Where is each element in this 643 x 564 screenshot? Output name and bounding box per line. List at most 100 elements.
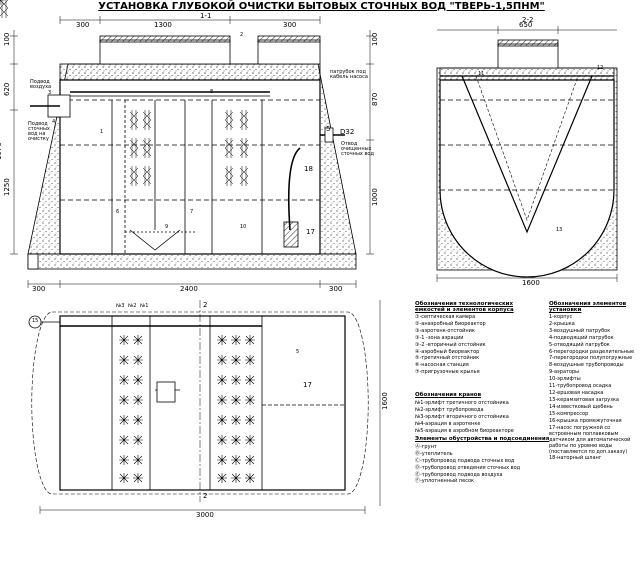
label-element-2: 2: [240, 32, 244, 38]
legend-elements: Обозначения элементов установки 1-корпус…: [549, 301, 641, 461]
legend-install-item: Ⓐ-грунт: [415, 443, 437, 450]
label-element-4: 4: [52, 119, 56, 125]
manhole-right: [257, 39, 321, 65]
label-element-18: 18: [304, 165, 313, 173]
label-d32: D32: [340, 128, 355, 136]
dim-1250: 1250: [3, 178, 11, 196]
legend-process-item: ④-аэробный биореактор: [415, 348, 480, 355]
label-element-12: 12: [597, 65, 604, 71]
legend-element-item: 15-компрессор: [549, 410, 589, 417]
label-compressor-15: 15: [32, 318, 39, 324]
legend-element-item: 3-воздушный патрубок: [549, 327, 611, 334]
legend-element-item: 10-эрлифты: [549, 376, 581, 383]
label-air-supply: Подвод воздуха: [30, 79, 52, 90]
legend-element-item: 13-керамзитовая загрузка: [549, 396, 619, 403]
plan-tank-outline: [59, 315, 346, 491]
legend-element-item: 2-крышка: [549, 320, 575, 327]
legend-crane-item: №2-эрлифт трубопровода: [415, 406, 484, 413]
label-zone-1: 1: [100, 129, 104, 135]
dim-300-bottom-right: 300: [329, 285, 343, 293]
legend-element-item: 12-ершовая насадка: [549, 389, 604, 396]
dim-2400: 2400: [180, 285, 198, 293]
dim-1600-plan: 1600: [381, 392, 389, 410]
legend-process-item: ①-септическая камера: [415, 314, 476, 320]
legend-process-item: ⑥-насосная станция: [415, 362, 469, 369]
crane-label-3: №3: [116, 303, 125, 309]
legend-process-item: ③-аэротенк-отстойник: [415, 327, 475, 334]
legend-elements-heading: Обозначения элементов установки: [549, 301, 627, 313]
legend-install-heading: Элементы обустройства и подсоединения: [415, 436, 550, 442]
dim-3000: 3000: [196, 511, 214, 519]
legend-crane-item: №3-эрлифт вторичного отстойника: [415, 413, 509, 420]
legend-element-item: 1-корпус: [549, 314, 573, 320]
legend-element-item: 18-наторный шланг: [549, 454, 602, 461]
label-plan-17: 17: [303, 381, 312, 389]
label-wastewater-in: Подвод сточных вод на очистку: [28, 121, 50, 142]
dim-300-right: 300: [283, 21, 297, 29]
legend-process-item: ⑤-третичный отстойник: [415, 355, 480, 362]
label-discharge: Отвод очищенных сточных вод: [341, 141, 374, 157]
drawing-title: УСТАНОВКА ГЛУБОКОЙ ОЧИСТКИ БЫТОВЫХ СТОЧН…: [98, 1, 545, 12]
legend-element-item: 17-насос погружной со встроенным поплавк…: [549, 424, 631, 455]
ground-base: [27, 253, 357, 270]
dim-1300: 1300: [154, 21, 172, 29]
legend-cranes: Обозначения кранов №1-эрлифт третичного …: [415, 392, 525, 434]
dimension-lines-top: [10, 16, 374, 288]
crane-label-1: №1: [140, 303, 149, 309]
legend-process-item: ③-2 -вторичный отстойник: [415, 341, 486, 348]
dim-300-left: 300: [76, 21, 90, 29]
dim-1600-section: 1600: [522, 279, 540, 287]
label-pump-cable: патрубок под кабель насоса: [330, 69, 368, 80]
legend-element-item: 8-воздушные трубопроводы: [549, 362, 624, 369]
legend-element-item: 7-перегородки полупогружные: [549, 355, 633, 362]
legend-install-item: Ⓑ-утеплитель: [415, 450, 453, 457]
legend-process-item: ③-1 -зона аэрации: [415, 334, 464, 341]
label-element-8: 8: [210, 89, 214, 95]
legend-crane-item: №1-эрлифт третичного отстойника: [415, 399, 509, 406]
legend-element-item: 5-отводящий патрубок: [549, 341, 610, 348]
dim-1000: 1000: [371, 188, 379, 206]
plan-mark-top: 2: [203, 301, 208, 309]
legend-element-item: 16-крышка промежуточная: [549, 417, 622, 424]
legend-process-tanks: Обозначения технологических емкостей и э…: [415, 301, 515, 376]
legend-process-heading: Обозначения технологических емкостей и э…: [415, 301, 514, 313]
legend-process-item: ②-анаэробный биореактор: [415, 320, 486, 327]
legend-element-item: 14-известковый щебень: [549, 403, 613, 410]
plan-view: [31, 300, 381, 514]
dim-100: 100: [3, 32, 11, 46]
brush-media-section: [0, 0, 249, 187]
section-2-2: [436, 26, 618, 282]
legend-element-item: 6-перегородки разделительные: [549, 348, 635, 355]
dim-650: 650: [519, 21, 533, 29]
label-element-6: 6: [116, 209, 120, 215]
legend-element-item: 4-подводящий патрубок: [549, 334, 614, 341]
section-label-1-1: 1-1: [200, 12, 212, 20]
legend-install-item: Ⓕ-уплотненный песок: [415, 478, 475, 485]
legend-cranes-heading: Обозначения кранов: [415, 392, 482, 398]
legend-crane-item: №5-аэрация в аэробном биореакторе: [415, 427, 514, 434]
dim-1970: 1970: [0, 142, 3, 160]
tank-body: [59, 79, 321, 255]
manhole-left: [99, 39, 231, 65]
label-element-17: 17: [306, 228, 315, 236]
label-element-10: 10: [240, 224, 247, 230]
legend-install-item: Ⓓ-трубопровод отведения сточных вод: [415, 464, 521, 471]
legend-installation: Элементы обустройства и подсоединения Ⓐ-…: [415, 436, 550, 485]
dim-620: 620: [3, 82, 11, 96]
plan-mark-bottom: 2: [203, 492, 208, 500]
dim-870: 870: [371, 92, 379, 106]
tank-cross-section: [439, 79, 615, 278]
legend-process-item: ⑦-пригрузочные крылья: [415, 369, 480, 376]
label-element-13: 13: [556, 227, 563, 233]
label-element-5: 5: [326, 125, 331, 133]
crane-label-2: №2: [128, 303, 137, 309]
legend-crane-item: №4-аэрация в аэротенке: [415, 420, 481, 427]
dim-300-bottom-left: 300: [32, 285, 46, 293]
legend-install-item: Ⓒ-трубопровод подвода сточных вод: [415, 457, 515, 464]
section-1-1: [27, 35, 357, 270]
label-zone-5: 5: [296, 349, 300, 355]
legend-element-item: 9-аэраторы: [549, 369, 580, 376]
label-element-7: 7: [190, 209, 194, 215]
legend-element-item: 11-трубопровод осадка: [549, 383, 612, 390]
